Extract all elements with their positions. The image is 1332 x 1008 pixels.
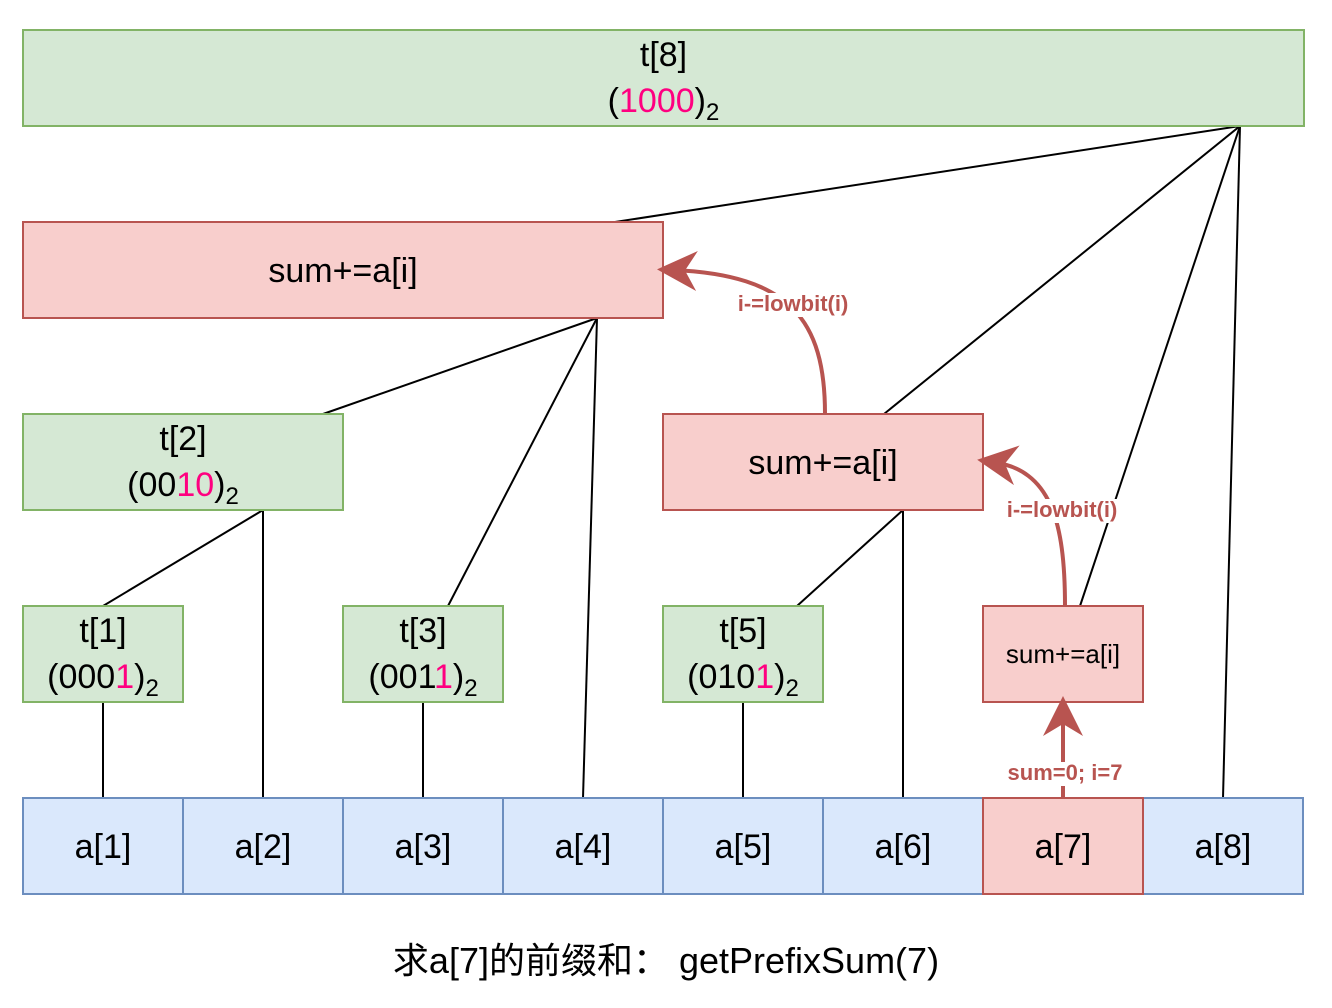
tree-node-label: sum+=a[i]	[1006, 639, 1120, 669]
array-cell-a4: a[4]	[502, 797, 664, 895]
tree-node-binary: (0101)2	[687, 658, 799, 702]
arrow-t6-to-t4: i-=lowbit(i)	[657, 251, 868, 415]
tree-node-t8: t[8] (1000)2	[22, 29, 1305, 127]
arrow-path	[977, 445, 1067, 607]
array-cell-a6: a[6]	[822, 797, 984, 895]
tree-node-binary: (0011)2	[368, 658, 477, 702]
array-cell-box	[822, 797, 984, 895]
tree-node-binary: (0010)2	[127, 466, 239, 510]
tree-node-box	[662, 605, 824, 703]
array-cell-box	[342, 797, 504, 895]
tree-node-box	[342, 605, 504, 703]
edge-t8-t7	[1079, 125, 1241, 607]
arrow-label-bg	[718, 293, 868, 317]
edge-t4-t2	[322, 317, 598, 415]
lowbit-highlight: 10	[176, 466, 214, 504]
tree-node-t7: sum+=a[i]	[982, 605, 1144, 703]
tree-node-box	[22, 29, 1305, 127]
tree-node-box	[22, 221, 664, 319]
edge-t6-t5	[796, 509, 904, 607]
array-cell-label: a[2]	[235, 828, 292, 866]
arrow-label: i-=lowbit(i)	[1007, 497, 1118, 522]
tree-node-title: t[3]	[399, 612, 446, 650]
array-cell-a1: a[1]	[22, 797, 184, 895]
array-cell-label: a[5]	[715, 828, 772, 866]
lowbit-highlight: 1	[755, 658, 774, 696]
arrows-layer: sum=0; i=7 i-=lowbit(i) i-=lowbit(i)	[657, 251, 1137, 798]
edges-layer	[102, 125, 1241, 799]
array-cell-label: a[6]	[875, 828, 932, 866]
tree-node-box	[22, 605, 184, 703]
array-cell-a8: a[8]	[1142, 797, 1304, 895]
array-cell-label: a[1]	[75, 828, 132, 866]
tree-node-binary: (1000)2	[608, 82, 720, 126]
edge-t4-a4	[582, 317, 598, 799]
tree-node-box	[662, 413, 984, 511]
array-cell-box	[982, 797, 1144, 895]
array-cell-label: a[3]	[395, 828, 452, 866]
arrow-label-bg	[987, 499, 1137, 523]
tree-node-t5: t[5] (0101)2	[662, 605, 824, 703]
arrow-label: sum=0; i=7	[1008, 760, 1123, 785]
array-cell-box	[182, 797, 344, 895]
arrow-label: i-=lowbit(i)	[738, 291, 849, 316]
tree-node-title: t[8]	[640, 36, 687, 74]
arrow-t7-to-t6: i-=lowbit(i)	[977, 445, 1137, 607]
array-cell-a5: a[5]	[662, 797, 824, 895]
array-cell-box	[1142, 797, 1304, 895]
tree-node-title: t[1]	[79, 612, 126, 650]
tree-node-t2: t[2] (0010)2	[22, 413, 344, 511]
array-cell-box	[502, 797, 664, 895]
tree-node-title: t[5]	[719, 612, 766, 650]
array-cell-a7: a[7]	[982, 797, 1144, 895]
tree-node-t6: sum+=a[i]	[662, 413, 984, 511]
array-cell-label: a[4]	[555, 828, 612, 866]
edge-t8-a8	[1222, 125, 1241, 799]
arrow-a7-to-t7: sum=0; i=7	[1002, 696, 1128, 798]
array-cell-a3: a[3]	[342, 797, 504, 895]
edge-t2-t1	[102, 509, 264, 607]
tree-node-label: sum+=a[i]	[748, 444, 897, 482]
tree-node-t3: t[3] (0011)2	[342, 605, 504, 703]
tree-node-title: t[2]	[159, 420, 206, 458]
array-cell-a2: a[2]	[182, 797, 344, 895]
tree-node-binary: (0001)2	[47, 658, 159, 702]
edge-t8-t4	[614, 125, 1241, 223]
arrow-label-bg	[1002, 762, 1128, 786]
array-cell-label: a[7]	[1035, 828, 1092, 866]
edge-t8-t6	[883, 125, 1241, 415]
tree-node-box	[982, 605, 1144, 703]
nodes-layer: t[8] (1000)2 sum+=a[i] t[2] (0010)2 sum+=a[i]…	[22, 29, 1305, 895]
lowbit-highlight: 1000	[619, 82, 695, 120]
edge-t4-t3	[447, 317, 598, 607]
tree-node-t4: sum+=a[i]	[22, 221, 664, 319]
lowbit-highlight: 1	[434, 658, 453, 696]
tree-node-t1: t[1] (0001)2	[22, 605, 184, 703]
tree-node-box	[22, 413, 344, 511]
diagram-caption: 求a[7]的前缀和： getPrefixSum(7)	[392, 940, 940, 981]
lowbit-highlight: 1	[115, 658, 134, 696]
tree-node-label: sum+=a[i]	[268, 252, 417, 290]
array-cell-label: a[8]	[1195, 828, 1252, 866]
array-cell-box	[662, 797, 824, 895]
